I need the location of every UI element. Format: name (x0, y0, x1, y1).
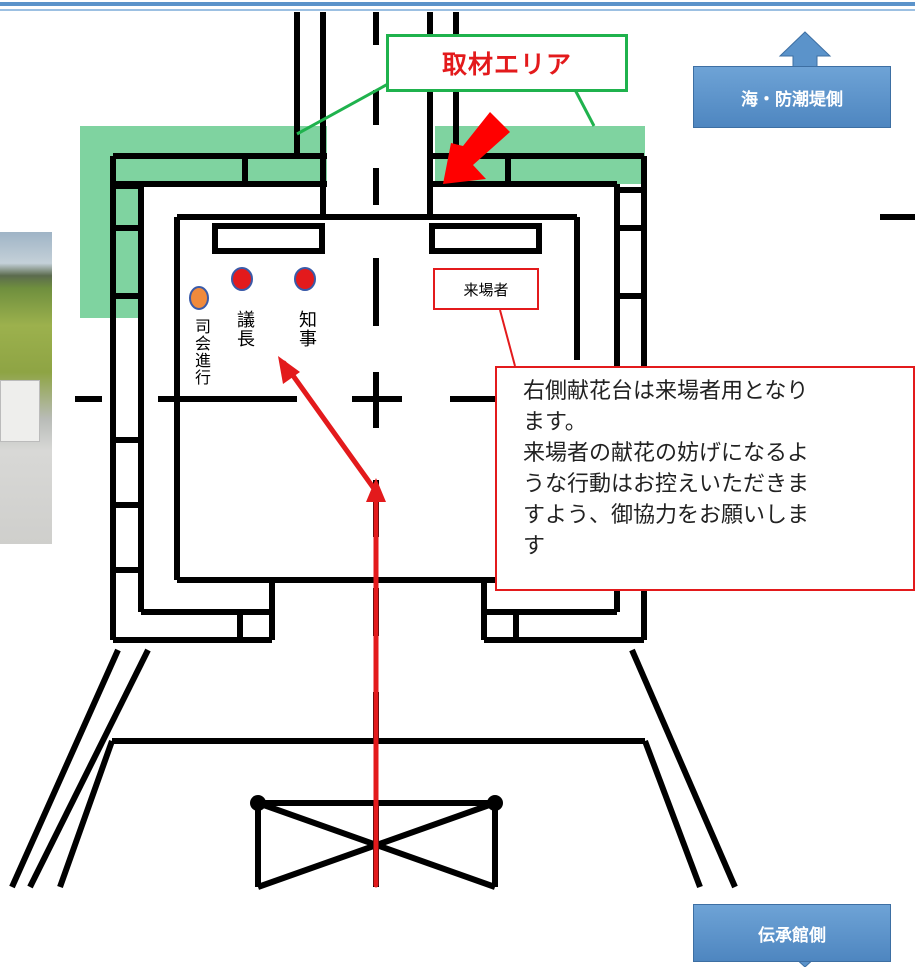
route-arrow-head-up (366, 478, 386, 502)
governor-marker (294, 267, 316, 291)
arrow-up-icon (778, 31, 832, 69)
mc-label: 司会進行 (192, 318, 211, 386)
top-border (0, 2, 915, 11)
governor-label: 知事 (296, 310, 317, 348)
press-area-label: 取材エリア (386, 34, 628, 92)
museum-side-sign: 伝承館側 (693, 904, 891, 962)
site-photo (0, 232, 52, 544)
mc-marker (189, 286, 209, 310)
chairman-label: 議長 (234, 310, 255, 348)
visitor-label: 来場者 (433, 268, 539, 310)
visitor-notice: 右側献花台は来場者用となり ます。 来場者の献花の妨げになるよ うな行動はお控え… (495, 366, 915, 591)
chairman-marker (231, 267, 253, 291)
route-arrow-head-diag (278, 356, 300, 384)
sea-side-sign: 海・防潮堤側 (693, 66, 891, 128)
press-pointer-icon (443, 112, 510, 184)
